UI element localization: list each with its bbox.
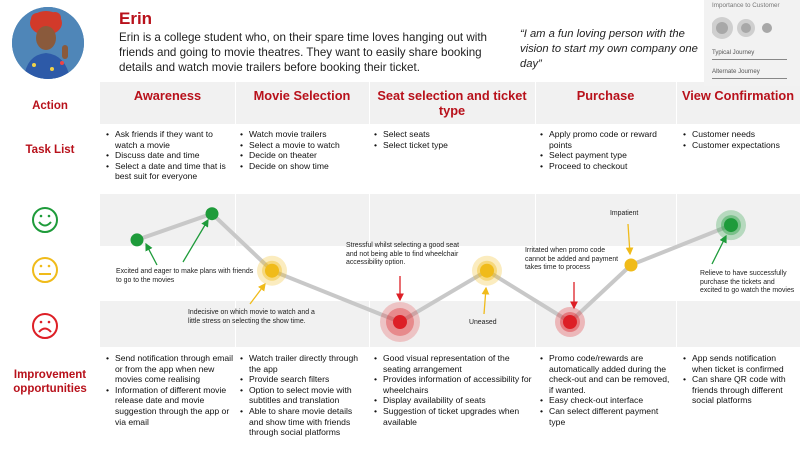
arrow-impatient [625,223,634,256]
list-item: Select payment type [540,150,672,161]
journey-line [136,211,732,324]
annotation-impatient: Impatient [610,210,639,217]
list-item: Provides information of accessibility fo… [374,374,532,395]
list-item: Easy check-out interface [540,395,674,406]
list-item: Able to share movie details and show tim… [240,406,368,438]
journey-point-happy [130,233,144,247]
journey-point-happy [716,210,746,241]
list-item: Select a date and time that is best suit… [106,161,232,182]
task-list-purchase: Apply promo code or reward points Select… [540,129,672,171]
arrow-uneased [481,286,490,315]
stage-header-band [100,82,800,124]
arrow-relieve [711,234,727,265]
improvement-list-view-confirmation: App sends notification when ticket is co… [683,353,798,406]
stage-movie-selection: Movie Selection [253,88,351,103]
list-item: Promo code/rewards are automatically add… [540,353,674,395]
list-item: Select seats [374,129,532,140]
emotion-band-sad [100,301,800,347]
journey-point-neutral [624,258,638,272]
arrow-excited-1 [145,242,158,266]
list-item: Can select different payment type [540,406,674,427]
arrow-indecisive [249,282,266,305]
stage-purchase: Purchase [576,88,635,103]
journey-point-neutral [257,255,287,286]
list-item: Information of different movie release d… [106,385,234,427]
legend: Importance to Customer Typical Journey A… [704,0,800,86]
list-item: Customer expectations [683,140,798,151]
list-item: Decide on show time [240,161,368,172]
improvement-list-seat-selection: Good visual representation of the seatin… [374,353,532,427]
improvement-list-awareness: Send notification through email or from … [106,353,234,427]
row-label-action: Action [32,100,68,112]
legend-title: Importance to Customer [712,2,780,9]
list-item: Suggestion of ticket upgrades when avail… [374,406,532,427]
list-item: Good visual representation of the seatin… [374,353,532,374]
annotation-relieve: Relieve to have successfully purchase th… [700,270,795,295]
annotation-stressful: Stressful whilst selecting a good seat a… [346,242,459,267]
stage-awareness: Awareness [133,88,202,103]
task-list-view-confirmation: Customer needs Customer expectations [683,129,798,150]
persona-name: Erin [119,9,153,28]
annotation-indecisive: Indecisive on which movie to watch and a… [188,309,315,325]
row-label-task-list: Task List [25,144,75,156]
list-item: Decide on theater [240,150,368,161]
happy-face-icon [32,207,58,233]
list-item: App sends notification when ticket is co… [683,353,798,374]
annotation-irritated: Irritated when promo code cannot be adde… [525,247,619,272]
legend-typical-line [712,59,787,60]
journey-point-neutral [472,255,502,286]
stage-view-confirmation: View Confirmation [681,88,795,103]
improvement-list-purchase: Promo code/rewards are automatically add… [540,353,674,427]
list-item: Ask friends if they want to watch a movi… [106,129,232,150]
legend-alternate-journey: Alternate Journey [712,68,760,75]
journey-point-sad [380,302,420,342]
list-item: Send notification through email or from … [106,353,234,385]
legend-alternate-line [712,78,787,79]
persona-quote: “I am a fun loving person with the visio… [520,28,698,70]
list-item: Can share QR code with friends through d… [683,374,798,406]
list-item: Provide search filters [240,374,368,385]
legend-typical-journey: Typical Journey [712,49,755,56]
sad-face-icon [32,313,58,339]
task-list-awareness: Ask friends if they want to watch a movi… [106,129,232,182]
arrow-excited-2 [182,218,209,263]
stage-seat-selection: Seat selection and ticket type [377,88,527,118]
journey-point-sad [555,307,585,337]
list-item: Select ticket type [374,140,532,151]
task-list-movie-selection: Watch movie trailers Select a movie to w… [240,129,368,171]
journey-point-happy [205,207,219,221]
annotation-excited: Excited and eager to make plans with fri… [116,268,254,284]
list-item: Watch movie trailers [240,129,368,140]
task-list-seat-selection: Select seats Select ticket type [374,129,532,150]
list-item: Watch trailer directly through the app [240,353,368,374]
legend-importance-circles [712,17,772,39]
list-item: Customer needs [683,129,798,140]
list-item: Apply promo code or reward points [540,129,672,150]
list-item: Proceed to checkout [540,161,672,172]
row-label-improvement: Improvement opportunities [13,369,87,395]
improvement-list-movie-selection: Watch trailer directly through the app P… [240,353,368,438]
list-item: Select a movie to watch [240,140,368,151]
neutral-face-icon [32,257,58,283]
list-item: Display availability of seats [374,395,532,406]
list-item: Discuss date and time [106,150,232,161]
list-item: Option to select movie with subtitles an… [240,385,368,406]
persona-bio: Erin is a college student who, on their … [119,31,487,74]
persona-avatar [12,7,84,79]
annotation-uneased: Uneased [469,319,497,326]
